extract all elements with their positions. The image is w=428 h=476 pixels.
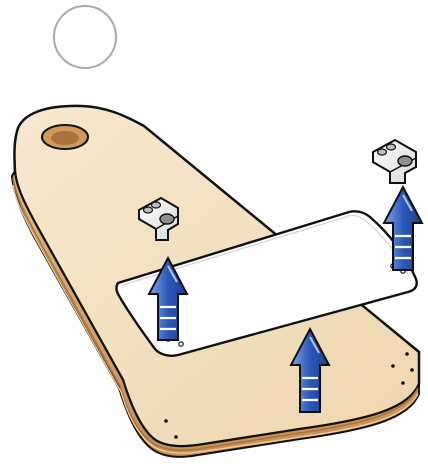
right-bracket [373,140,416,183]
step-number-circle [54,6,116,68]
